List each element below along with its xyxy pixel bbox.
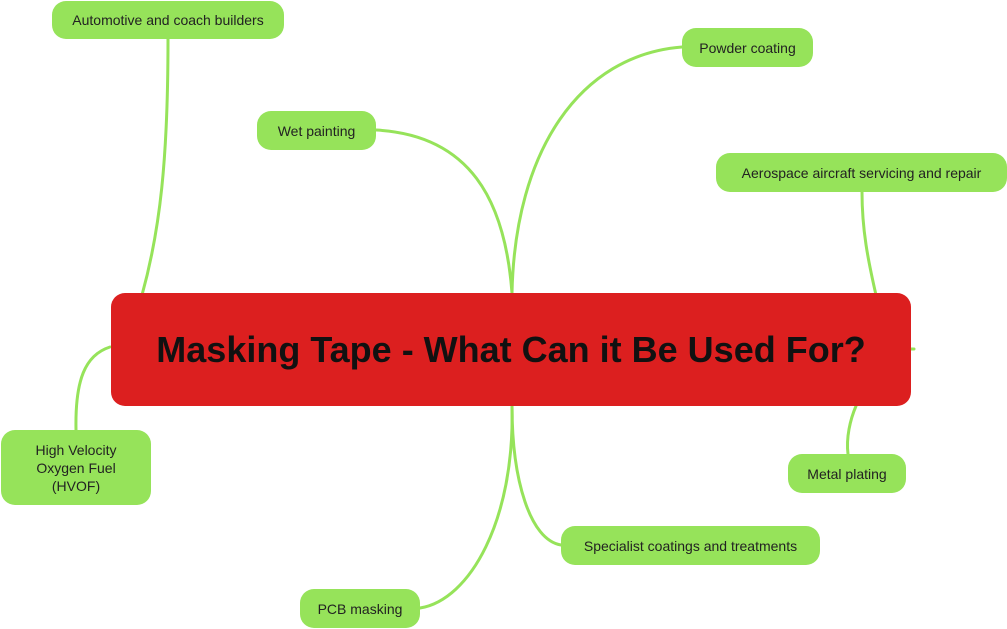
link-hvof [74,345,112,432]
node-automotive-label: Automotive and coach builders [72,12,264,28]
link-pcb [418,404,514,610]
node-pcb-masking[interactable]: PCB masking [300,589,420,628]
central-topic[interactable]: Masking Tape - What Can it Be Used For? [111,293,911,406]
link-automotive [140,37,170,297]
node-hvof[interactable]: High Velocity Oxygen Fuel (HVOF) [1,430,151,505]
node-metal-plating-label: Metal plating [807,465,887,482]
link-metal-plating [846,404,858,456]
node-automotive[interactable]: Automotive and coach builders [52,1,284,39]
node-powder-coating-label: Powder coating [699,39,796,56]
node-wet-painting[interactable]: Wet painting [257,111,376,150]
node-aerospace[interactable]: Aerospace aircraft servicing and repair [716,153,1007,192]
node-aerospace-label: Aerospace aircraft servicing and repair [741,164,982,181]
node-specialist-coatings-label: Specialist coatings and treatments [583,537,798,554]
link-aerospace [860,190,878,297]
node-powder-coating[interactable]: Powder coating [682,28,813,67]
node-wet-painting-label: Wet painting [277,122,356,139]
node-hvof-label: High Velocity Oxygen Fuel (HVOF) [35,441,117,494]
link-powder-coating [510,45,684,295]
central-topic-title: Masking Tape - What Can it Be Used For? [156,328,866,370]
node-metal-plating[interactable]: Metal plating [788,454,906,493]
node-pcb-masking-label: PCB masking [317,600,403,617]
node-specialist-coatings[interactable]: Specialist coatings and treatments [561,526,820,565]
link-wet-painting [374,128,514,295]
link-specialist [510,404,563,547]
